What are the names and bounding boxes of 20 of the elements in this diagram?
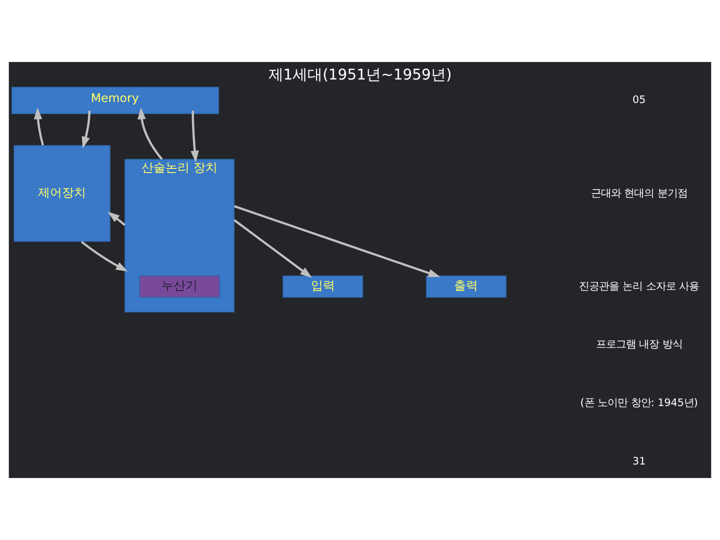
- arrow: [108, 212, 126, 226]
- label: 프로그램 내장 방식: [596, 338, 682, 351]
- arrow: [138, 107, 163, 160]
- arrow: [234, 205, 440, 278]
- node-box: 입력: [282, 276, 364, 298]
- label: 31: [632, 455, 646, 468]
- arrow: [34, 107, 44, 146]
- node-box: 제어장치: [14, 145, 110, 242]
- diagram-title: 제1세대(1951년~1959년): [268, 66, 452, 84]
- label: 진공관을 논리 소자로 사용: [579, 280, 700, 292]
- label: 05: [632, 94, 646, 106]
- node-box: Memory: [11, 86, 220, 114]
- arrow: [234, 219, 312, 278]
- arrow: [190, 110, 199, 163]
- node-box: 누산기: [139, 276, 220, 298]
- label: 근대와 현대의 분기점: [590, 187, 688, 200]
- node-box: 출력: [426, 276, 506, 298]
- arrow: [80, 240, 128, 272]
- label: (폰 노이만 창안: 1945년): [580, 397, 698, 410]
- arrow: [82, 110, 90, 149]
